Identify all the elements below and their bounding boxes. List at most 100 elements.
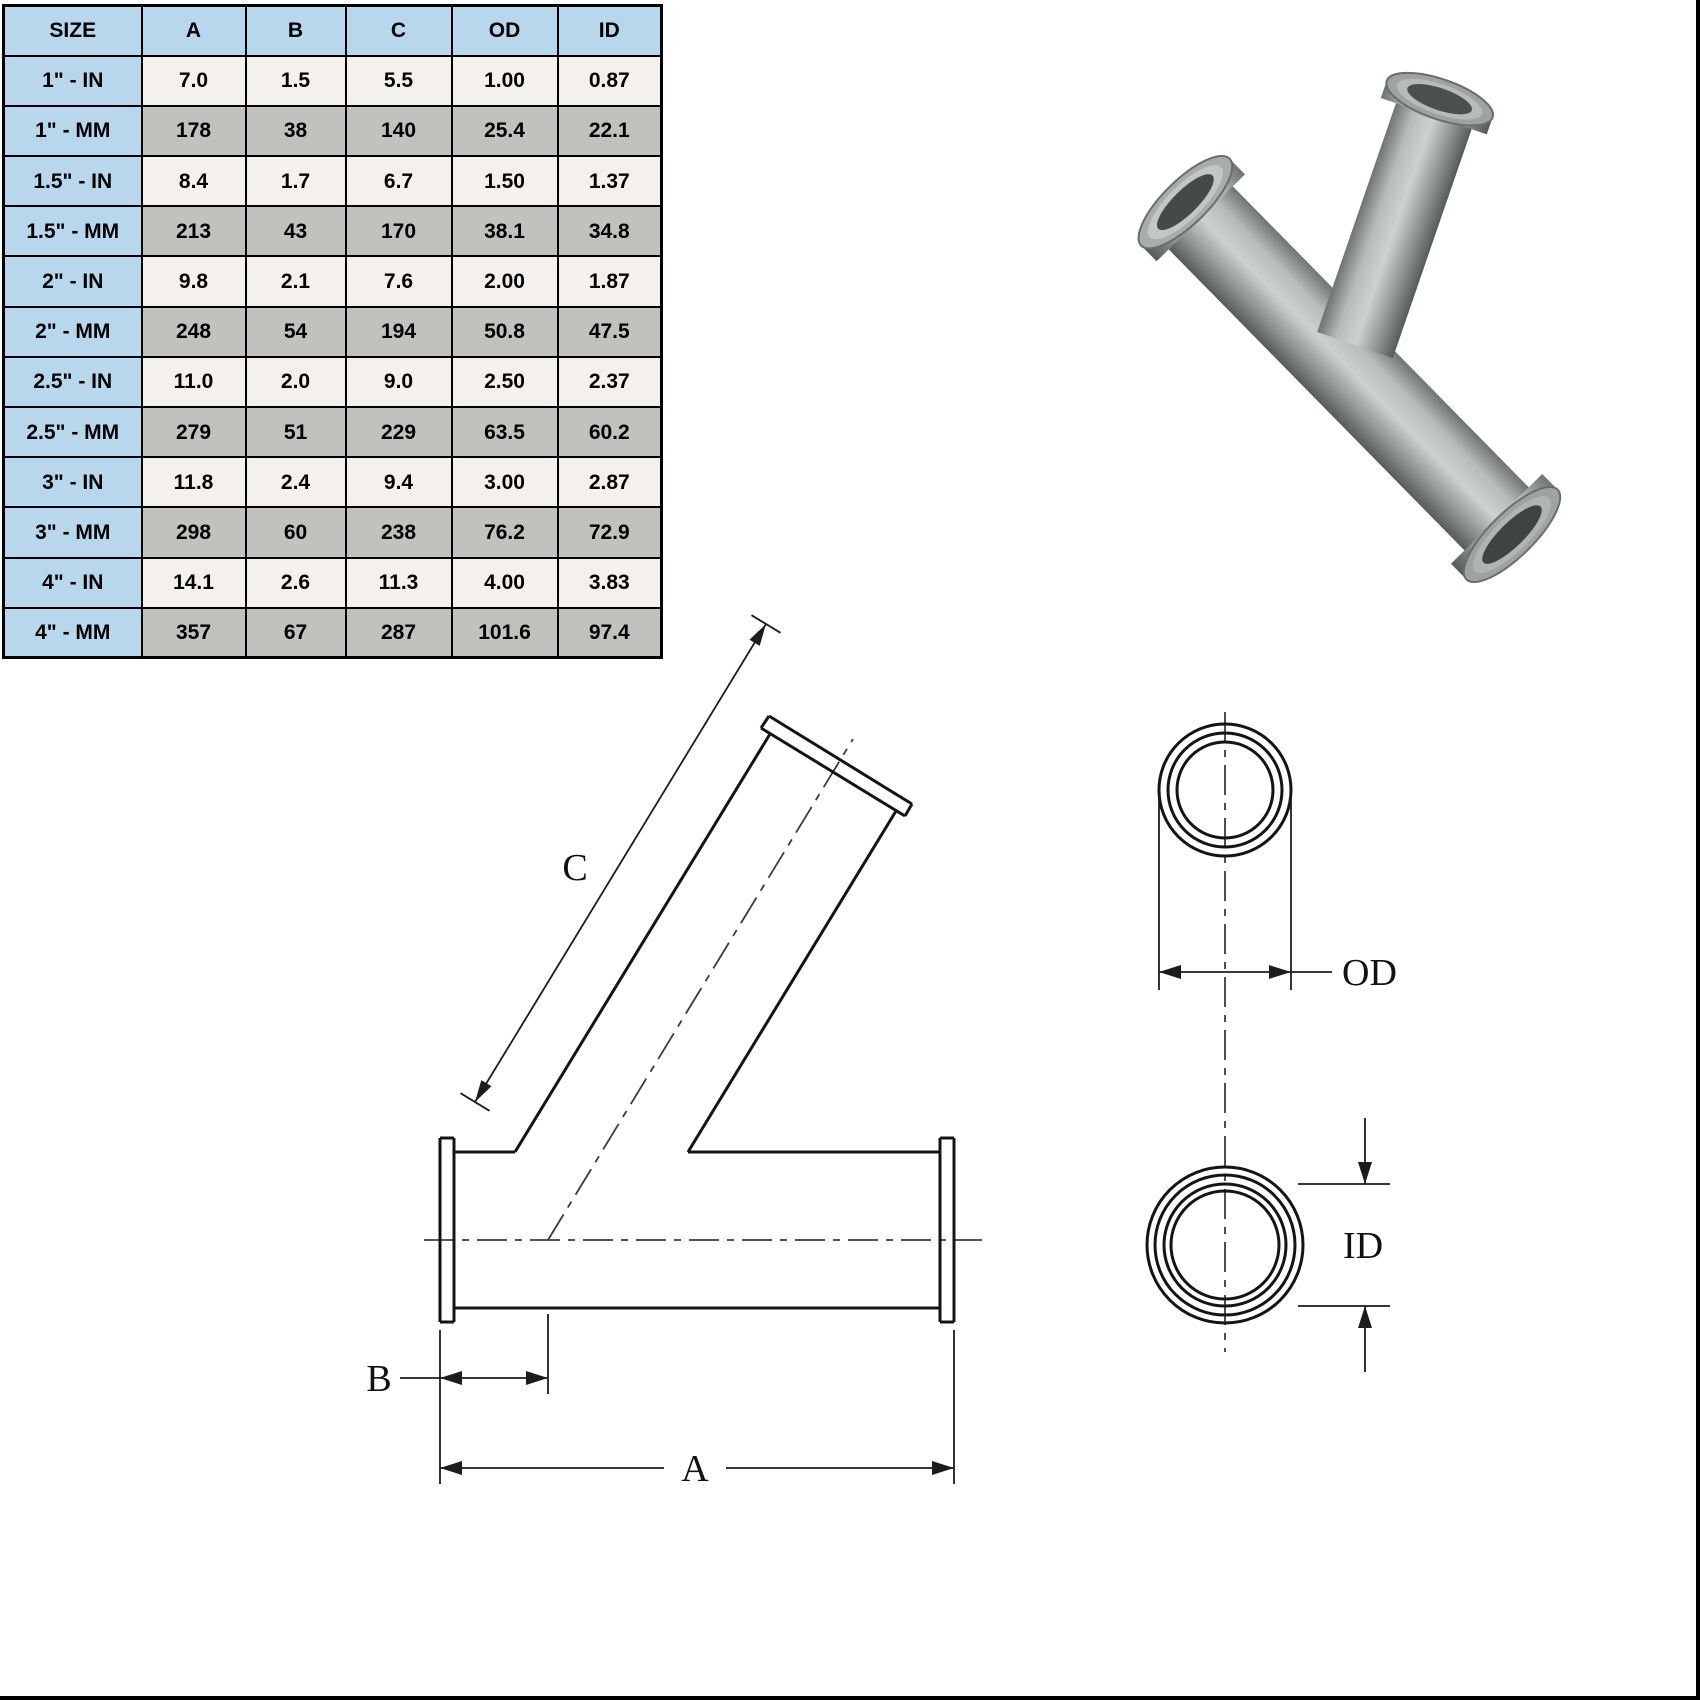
col-header-id: ID	[556, 4, 663, 57]
size-cell: 4" - MM	[2, 606, 143, 659]
col-header-b: B	[244, 4, 347, 57]
value-cell: 2.00	[450, 255, 559, 308]
top-tube-end-view	[1157, 722, 1293, 858]
value-cell: 8.4	[140, 155, 247, 208]
value-cell: 2.87	[556, 456, 663, 509]
value-cell: 238	[344, 506, 453, 559]
value-cell: 9.8	[140, 255, 247, 308]
value-cell: 140	[344, 104, 453, 158]
size-cell: 3" - MM	[2, 506, 143, 559]
value-cell: 11.8	[140, 456, 247, 509]
value-cell: 213	[140, 205, 247, 258]
value-cell: 3.00	[450, 456, 559, 509]
table-header-row: SIZE A B C OD ID	[2, 4, 663, 57]
value-cell: 9.4	[344, 456, 453, 509]
value-cell: 2.50	[450, 355, 559, 409]
value-cell: 5.5	[344, 54, 453, 107]
value-cell: 2.37	[556, 355, 663, 409]
dimension-a: A	[439, 1330, 955, 1490]
centerlines	[424, 738, 982, 1241]
left-ferrule	[438, 1136, 456, 1324]
right-ferrule	[938, 1136, 956, 1324]
value-cell: 287	[344, 606, 453, 659]
value-cell: 298	[140, 506, 247, 559]
size-cell: 2" - MM	[2, 305, 143, 358]
value-cell: 60	[244, 506, 347, 559]
end-view-drawing: OD ID	[1145, 712, 1397, 1372]
value-cell: 1.87	[556, 255, 663, 308]
value-cell: 2.0	[244, 355, 347, 409]
value-cell: 1.50	[450, 155, 559, 208]
value-cell: 9.0	[344, 355, 453, 409]
value-cell: 50.8	[450, 305, 559, 358]
value-cell: 3.83	[556, 556, 663, 609]
dim-label-id: ID	[1343, 1225, 1383, 1267]
branch-tube	[1317, 71, 1494, 359]
value-cell: 101.6	[450, 606, 559, 659]
col-header-c: C	[344, 4, 453, 57]
main-tube	[1165, 183, 1532, 554]
size-cell: 1" - MM	[2, 104, 143, 158]
size-cell: 1.5" - IN	[2, 155, 143, 208]
value-cell: 4.00	[450, 556, 559, 609]
value-cell: 1.7	[244, 155, 347, 208]
value-cell: 25.4	[450, 104, 559, 158]
value-cell: 7.6	[344, 255, 453, 308]
col-header-od: OD	[450, 4, 559, 57]
value-cell: 229	[344, 405, 453, 459]
bottom-ferrule-end-view	[1145, 1165, 1305, 1325]
size-cell: 3" - IN	[2, 456, 143, 509]
dim-label-od: OD	[1342, 952, 1397, 994]
value-cell: 279	[140, 405, 247, 459]
size-cell: 2" - IN	[2, 255, 143, 308]
value-cell: 38	[244, 104, 347, 158]
branch-outline	[513, 714, 914, 1153]
value-cell: 1.00	[450, 54, 559, 107]
branch-flange	[1380, 71, 1494, 135]
value-cell: 2.1	[244, 255, 347, 308]
dim-label-a: A	[681, 1448, 709, 1490]
value-cell: 97.4	[556, 606, 663, 659]
value-cell: 60.2	[556, 405, 663, 459]
value-cell: 38.1	[450, 205, 559, 258]
dim-label-b: B	[366, 1358, 391, 1400]
value-cell: 11.3	[344, 556, 453, 609]
main-tube-flanges	[1137, 154, 1562, 584]
lower-right-flange	[1450, 473, 1562, 584]
value-cell: 72.9	[556, 506, 663, 559]
value-cell: 34.8	[556, 205, 663, 258]
col-header-size: SIZE	[2, 4, 143, 57]
value-cell: 357	[140, 606, 247, 659]
value-cell: 2.6	[244, 556, 347, 609]
value-cell: 63.5	[450, 405, 559, 459]
value-cell: 1.37	[556, 155, 663, 208]
value-cell: 7.0	[140, 54, 247, 107]
size-cell: 2.5" - MM	[2, 405, 143, 459]
size-cell: 4" - IN	[2, 556, 143, 609]
col-header-a: A	[140, 4, 247, 57]
value-cell: 178	[140, 104, 247, 158]
main-body-outline	[454, 1150, 940, 1310]
dimension-od: OD	[1158, 796, 1397, 994]
value-cell: 43	[244, 205, 347, 258]
value-cell: 2.4	[244, 456, 347, 509]
value-cell: 248	[140, 305, 247, 358]
value-cell: 0.87	[556, 54, 663, 107]
dimension-b: B	[366, 1314, 549, 1400]
pipe-3d-render	[1137, 71, 1562, 584]
size-cell: 1.5" - MM	[2, 205, 143, 258]
value-cell: 51	[244, 405, 347, 459]
dimension-c: C	[460, 614, 781, 1112]
value-cell: 47.5	[556, 305, 663, 358]
